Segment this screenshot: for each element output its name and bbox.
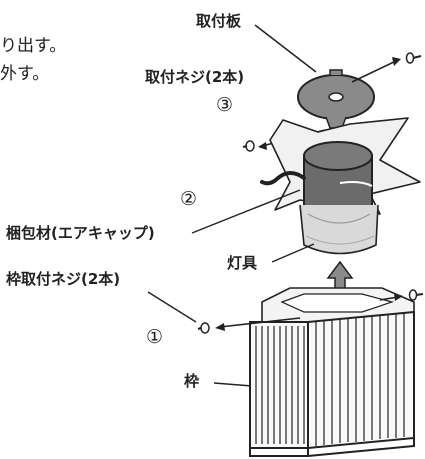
fixture-leader <box>271 243 315 263</box>
packing-leader <box>191 189 301 234</box>
frame-screw-left <box>197 317 301 334</box>
frame-label: 枠 <box>184 372 200 390</box>
fixture-label: 灯具 <box>227 254 258 272</box>
mounting-screws-label: 取付ネジ(2本) <box>145 68 245 86</box>
intro-line-2: 外す。 <box>0 64 50 84</box>
step-1-marker: ① <box>146 326 164 348</box>
fixture-glass <box>299 204 379 255</box>
packing-material-label: 梱包材(エアキャップ) <box>6 224 155 242</box>
mounting-plate-label: 取付板 <box>196 12 242 30</box>
plate-screw-right <box>351 52 422 83</box>
frame-screws-leader <box>147 291 197 323</box>
step-2-marker: ② <box>180 188 198 210</box>
frame-box <box>249 287 415 457</box>
step-3-marker: ③ <box>216 94 234 116</box>
mounting-plate-leader <box>254 24 317 73</box>
frame-leader <box>213 382 253 387</box>
mounting-plate <box>297 69 375 129</box>
lamp-cylinder <box>260 141 373 218</box>
intro-line-1: り出す。 <box>0 36 67 56</box>
frame-screw-right <box>379 289 424 301</box>
frame-screws-label: 枠取付ネジ(2本) <box>6 270 121 288</box>
